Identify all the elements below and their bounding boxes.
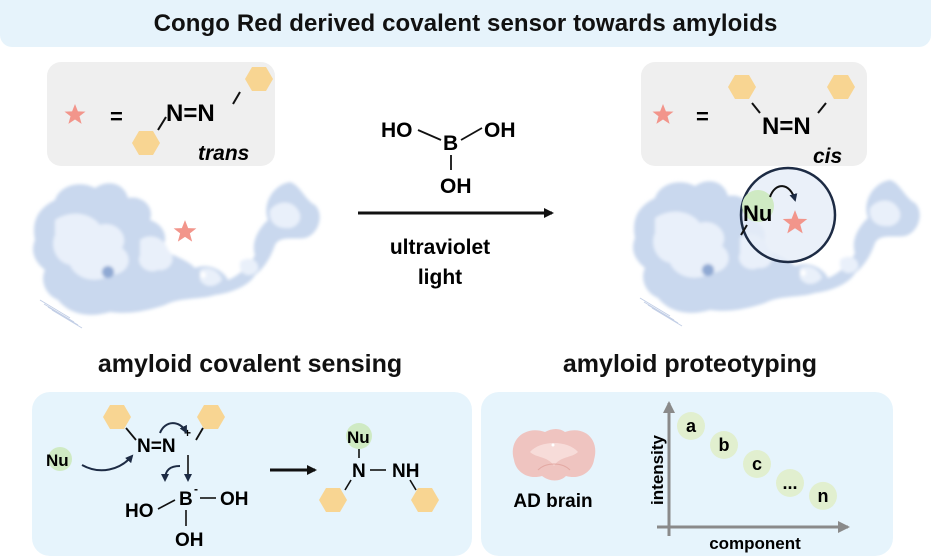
mechanism-ho-left: HO (125, 501, 154, 522)
component-label: ... (782, 473, 797, 493)
product-nitrogen: N (352, 461, 366, 482)
hexagon-icon (132, 131, 160, 155)
bond-line (125, 427, 137, 441)
reagent-oh-bottom: OH (440, 175, 472, 198)
bond-line (751, 102, 761, 114)
hexagon-icon (245, 67, 273, 91)
sample-label: AD brain (513, 491, 592, 512)
product-nucleophile: Nu (347, 428, 370, 447)
component-label: a (686, 416, 697, 436)
star-icon (652, 104, 674, 124)
x-axis-label: component (709, 534, 801, 553)
bond-line (195, 427, 204, 441)
hexagon-icon (411, 488, 439, 512)
equals-sign: = (110, 104, 123, 129)
isomer-label-cis: cis (813, 145, 842, 168)
bond-line (409, 479, 417, 491)
bond-line (232, 91, 241, 105)
hexagon-icon (197, 405, 225, 429)
hexagon-icon (728, 75, 756, 99)
nucleophile-badge (48, 447, 72, 471)
equals-sign: = (696, 104, 709, 129)
azo-group-cis: N=N (762, 113, 811, 140)
hexagon-icon (319, 488, 347, 512)
title-banner: Congo Red derived covalent sensor toward… (0, 0, 931, 47)
component-label: n (818, 486, 829, 506)
component-bubble (677, 412, 705, 440)
reagent-oh-right: OH (484, 119, 516, 142)
curved-arrow-icon (81, 454, 134, 472)
isomer-label-trans: trans (198, 142, 249, 165)
component-bubble (809, 481, 837, 510)
nucleophile-label: Nu (743, 201, 772, 226)
bond-line (157, 499, 176, 510)
hexagon-icon (827, 75, 855, 99)
condition-line-1: ultraviolet (390, 236, 490, 259)
legend-cis-box (641, 62, 867, 166)
component-label: c (752, 454, 762, 474)
amyloid-protein-left (33, 182, 320, 328)
component-label: b (719, 435, 730, 455)
bond-line (157, 116, 167, 131)
nucleophile-badge (346, 423, 372, 449)
bond-line (817, 102, 827, 114)
y-axis-label: intensity (648, 435, 667, 505)
mechanism-nucleophile: Nu (46, 451, 69, 470)
star-icon (64, 104, 86, 124)
mechanism-azo: N=N (137, 436, 176, 457)
hexagon-icon (103, 405, 131, 429)
figure-title: Congo Red derived covalent sensor toward… (153, 9, 778, 37)
azo-group-trans: N=N (166, 100, 215, 127)
curved-arrow-icon (161, 465, 181, 482)
section-title-covalent-sensing: amyloid covalent sensing (97, 350, 403, 378)
condition-line-2: light (418, 266, 462, 289)
nucleophile-badge (742, 190, 774, 222)
mechanism-oh-right: OH (220, 489, 249, 510)
bond-line (460, 127, 483, 141)
reagent-boron: B (443, 132, 458, 155)
curved-arrow-icon (159, 422, 187, 434)
star-icon (173, 220, 197, 242)
reagent-ho-left: HO (381, 119, 413, 142)
bond-line (417, 129, 442, 141)
legend-trans-box (47, 62, 275, 166)
bond-line (740, 224, 748, 236)
mechanism-boron: B (179, 489, 193, 510)
mechanism-oh-bottom: OH (175, 530, 204, 551)
bond-line (344, 479, 352, 491)
component-bubble (743, 450, 771, 478)
brain-section-icon (512, 429, 596, 481)
proteotyping-chart: intensity component a b c... n (648, 401, 850, 553)
charge-plus: + (184, 426, 191, 440)
charge-minus: - (194, 482, 198, 496)
product-nh: NH (392, 461, 419, 482)
section-title-proteotyping: amyloid proteotyping (562, 350, 818, 378)
curved-arrow-icon (769, 185, 798, 202)
component-bubble (776, 469, 804, 497)
component-bubble (710, 431, 738, 459)
